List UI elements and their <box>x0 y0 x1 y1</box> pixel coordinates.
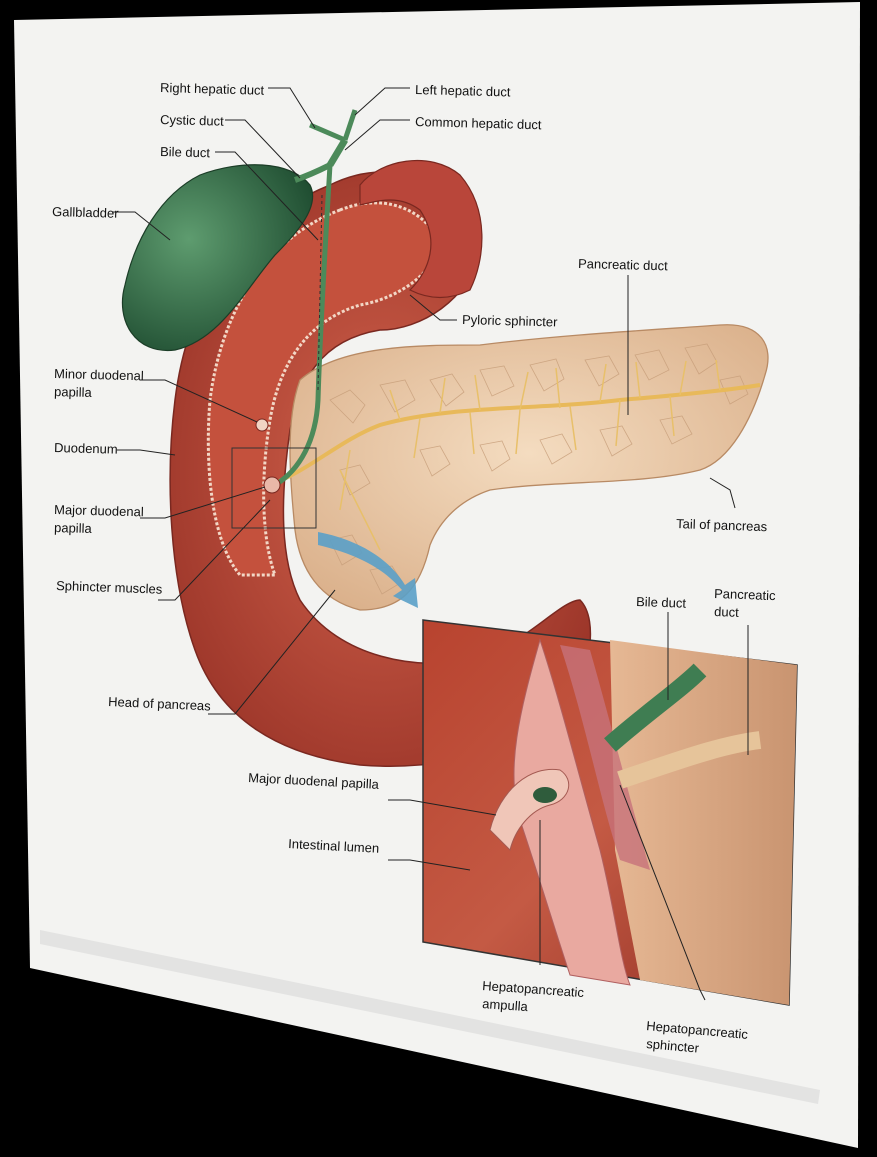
label-pyloric-sphincter: Pyloric sphincter <box>462 312 558 330</box>
label-major-papilla-1: Major duodenal <box>54 502 144 519</box>
label-tail-of-pancreas: Tail of pancreas <box>676 516 768 534</box>
inset-pancreas-tissue <box>610 640 797 1005</box>
label-major-papilla-2: papilla <box>54 520 93 536</box>
minor-duodenal-papilla <box>256 419 268 431</box>
major-duodenal-papilla <box>264 477 280 493</box>
label-minor-papilla-2: papilla <box>54 384 93 400</box>
label-inset-pancreatic-1: Pancreatic <box>714 586 776 603</box>
label-duodenum: Duodenum <box>54 440 118 457</box>
label-inset-pancreatic-2: duct <box>714 604 739 620</box>
label-pancreatic-duct: Pancreatic duct <box>578 256 668 273</box>
label-gallbladder: Gallbladder <box>52 204 120 221</box>
label-right-hepatic-duct: Right hepatic duct <box>160 80 265 98</box>
label-minor-papilla-1: Minor duodenal <box>54 366 144 383</box>
label-cystic-duct: Cystic duct <box>160 112 224 129</box>
label-left-hepatic-duct: Left hepatic duct <box>415 82 511 100</box>
label-bile-duct: Bile duct <box>160 144 211 160</box>
label-inset-bile-duct: Bile duct <box>636 594 687 611</box>
inset-ampulla <box>533 787 557 803</box>
